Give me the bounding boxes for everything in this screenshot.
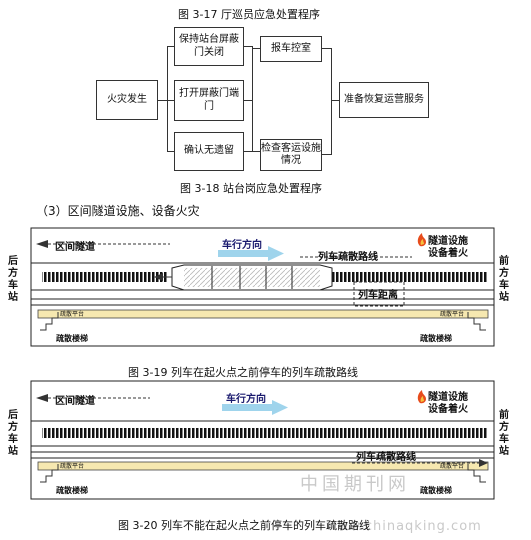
section-heading: （3）区间隧道设施、设备火灾 xyxy=(36,204,200,218)
front-station-label: 前方车站 xyxy=(499,410,509,457)
fire-icon xyxy=(417,390,426,404)
fire-icon xyxy=(417,233,426,247)
connector xyxy=(244,100,252,101)
connector xyxy=(322,48,331,49)
connector xyxy=(252,46,253,152)
train-distance-box xyxy=(353,281,405,307)
flow-keep-psd-closed: 保持站台屏蔽门关闭 xyxy=(174,27,244,66)
stairs-right xyxy=(467,312,486,331)
connector xyxy=(252,151,260,152)
fig17-caption: 图 3-17 厅巡员应急处置程序 xyxy=(178,8,320,21)
evac-route-label: 列车疏散路线 xyxy=(318,252,378,263)
direction-arrow xyxy=(218,250,268,257)
platform-label-left: 疏散平台 xyxy=(60,311,85,318)
platform-label-right: 疏散平台 xyxy=(440,311,465,318)
platform-label-left: 疏散平台 xyxy=(60,463,85,470)
evac-platform xyxy=(37,461,489,471)
flow-report-control-room: 报车控室 xyxy=(260,36,322,62)
fire-label: 隧道设施设备着火 xyxy=(428,392,468,415)
connector xyxy=(244,46,252,47)
stairs-right xyxy=(467,464,486,483)
tunnel-frame xyxy=(30,227,495,347)
platform-label-right: 疏散平台 xyxy=(440,463,465,470)
connector xyxy=(331,48,332,155)
flow-check-facilities: 检查客运设施情况 xyxy=(260,139,322,171)
connector xyxy=(167,151,174,152)
stairs-label-right: 疏散楼梯 xyxy=(420,486,452,495)
rear-station-label: 后方车站 xyxy=(8,256,18,303)
connector xyxy=(322,154,331,155)
flow-resume-service: 准备恢复运营服务 xyxy=(339,82,429,118)
stairs-left xyxy=(40,464,59,483)
rear-station-label: 后方车站 xyxy=(8,410,18,457)
flow-start-fire: 火灾发生 xyxy=(96,80,158,120)
front-station-label: 前方车站 xyxy=(499,256,509,303)
fig19-caption: 图 3-19 列车在起火点之前停车的列车疏散路线 xyxy=(128,366,358,379)
fig18-caption: 图 3-18 站台岗应急处置程序 xyxy=(180,182,322,195)
tunnel-label: 区间隧道 xyxy=(55,396,95,407)
stairs-label-left: 疏散楼梯 xyxy=(56,334,88,343)
connector xyxy=(167,100,174,101)
fire-label: 隧道设施设备着火 xyxy=(428,236,468,259)
flow-confirm-no-leftover: 确认无遗留 xyxy=(174,132,244,171)
connector xyxy=(167,46,174,47)
tunnel-frame xyxy=(30,380,495,500)
stairs-label-right: 疏散楼梯 xyxy=(420,334,452,343)
connector xyxy=(167,46,168,152)
train-distance-label: 列车距离 xyxy=(358,290,398,301)
flow-open-end-door: 打开屏蔽门端门 xyxy=(174,80,244,121)
direction-label: 车行方向 xyxy=(226,394,266,405)
evac-platform xyxy=(37,309,489,319)
track-ties-left xyxy=(42,272,168,282)
stairs-left xyxy=(40,312,59,331)
connector xyxy=(158,100,168,101)
connector xyxy=(252,48,260,49)
direction-arrow xyxy=(222,404,272,411)
tunnel-label: 区间隧道 xyxy=(55,242,95,253)
watermark-url: www.chinaqking.com xyxy=(326,519,482,534)
direction-label: 车行方向 xyxy=(222,240,262,251)
track-ties-right xyxy=(330,272,488,282)
connector xyxy=(331,100,339,101)
fig20-caption: 图 3-20 列车不能在起火点之前停车的列车疏散路线 xyxy=(118,519,370,532)
track-ties xyxy=(42,428,488,438)
connector xyxy=(244,151,252,152)
evac-route-label: 列车疏散路线 xyxy=(356,452,416,463)
stairs-label-left: 疏散楼梯 xyxy=(56,486,88,495)
watermark-title: 中国期刊网 xyxy=(300,474,410,495)
